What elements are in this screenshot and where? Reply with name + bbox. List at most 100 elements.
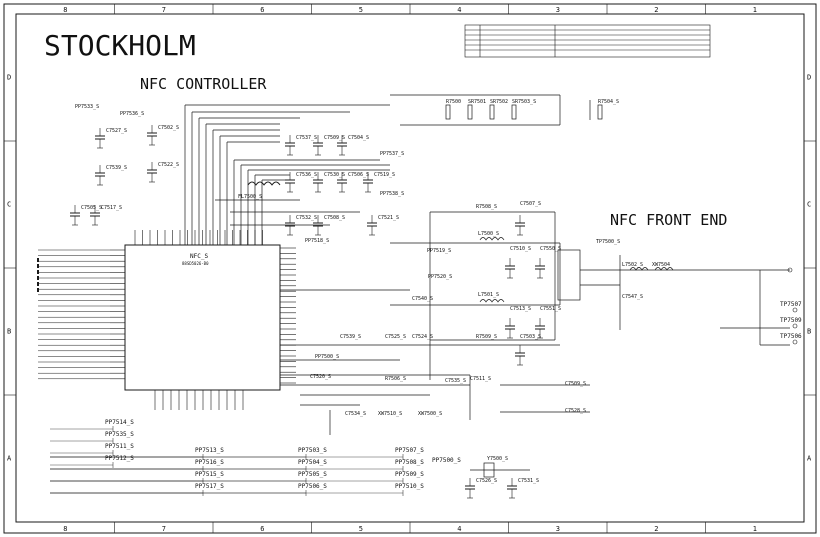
capacitor	[515, 215, 525, 236]
component-ref: C7517_S	[101, 205, 122, 211]
component-ref: C7539_S	[106, 165, 127, 171]
column-label: 4	[457, 6, 461, 14]
nfc-ic: NFC_S 88SD5026-B0	[124, 244, 281, 391]
component-ref: PP7503_S	[298, 447, 327, 454]
component-ref: PP7507_S	[395, 447, 424, 454]
capacitor: C7504_S	[337, 135, 369, 156]
column-label: 8	[63, 525, 67, 533]
component-ref: TP7509	[780, 317, 802, 324]
column-label: 6	[260, 6, 264, 14]
resistor: R7500	[445, 99, 461, 120]
row-label: C	[7, 201, 11, 209]
filter-inductor: FL7500_S	[238, 181, 281, 200]
component-ref: C7502_S	[158, 125, 179, 131]
component-ref: C7535_S	[445, 378, 466, 384]
component-ref: L7502_S	[622, 262, 643, 268]
capacitor	[535, 258, 545, 279]
test-point: TP7507	[780, 301, 802, 313]
component-ref: PP7518_S	[305, 238, 329, 244]
component-ref: PP7509_S	[395, 471, 424, 478]
component-ref: PP7535_S	[105, 431, 134, 438]
column-label: 6	[260, 525, 264, 533]
component-ref: PP7513_S	[195, 447, 224, 454]
component-ref: C7550_S	[540, 246, 561, 252]
left-signal-lines	[37, 249, 110, 380]
row-label: B	[7, 328, 11, 336]
row-label: A	[807, 455, 812, 463]
component-ref: C7551_S	[540, 306, 561, 312]
component-ref: C7547_S	[622, 294, 643, 300]
capacitor: C7539_S	[95, 165, 127, 186]
component-ref: C7507_S	[520, 201, 541, 207]
probe-point: PP7510_S	[50, 483, 424, 496]
capacitor: C7517_S	[90, 205, 122, 226]
component-ref: C7513_S	[510, 306, 531, 312]
component-ref: L7500_S	[478, 231, 499, 237]
column-label: 8	[63, 6, 67, 14]
component-ref: C7505_S	[81, 205, 102, 211]
capacitor: C7521_S	[367, 215, 399, 236]
crystal-ref: Y7500_S	[487, 456, 508, 462]
component-ref: C7531_S	[518, 478, 539, 484]
component-ref: C7521_S	[378, 215, 399, 221]
sheet-title: STOCKHOLM	[44, 29, 196, 62]
nfc-ic-part: 88SD5026-B0	[182, 261, 209, 266]
capacitor	[505, 318, 515, 339]
capacitor: C7509_S	[313, 135, 345, 156]
column-label: 7	[162, 525, 166, 533]
component-ref: C7539_S	[340, 334, 361, 340]
resistor: SR7503_S	[511, 99, 536, 120]
row-label: C	[807, 201, 811, 209]
row-label: D	[7, 74, 11, 82]
component-ref: C7524_S	[412, 334, 433, 340]
ic-pins-right	[280, 247, 296, 384]
probe-point: PP7506_S	[50, 483, 327, 496]
capacitor: C7532_S	[285, 215, 317, 236]
component-ref: R7500	[446, 99, 461, 105]
component-ref: R7506_S	[385, 376, 406, 382]
column-label: 1	[753, 525, 757, 533]
component-ref: C7526_S	[476, 478, 497, 484]
column-label: 1	[753, 6, 757, 14]
top-bus	[184, 94, 591, 245]
front-end-wiring	[280, 211, 790, 478]
nfc-ic-ref: NFC_S	[190, 253, 208, 260]
row-label: B	[807, 328, 811, 336]
component-ref: C7525_S	[385, 334, 406, 340]
component-ref: C7506_S	[348, 172, 369, 178]
component-ref: PP7514_S	[105, 419, 134, 426]
component-ref: C7503_S	[520, 334, 541, 340]
section-title-front-end: NFC FRONT END	[610, 211, 727, 229]
row-label: D	[807, 74, 811, 82]
component-ref: PP7536_S	[120, 111, 144, 117]
column-label: 4	[457, 525, 461, 533]
antenna-pad	[787, 267, 793, 273]
component-ref: PP7511_S	[105, 443, 134, 450]
component-ref: PP7512_S	[105, 455, 134, 462]
revision-block	[464, 24, 711, 58]
capacitor: C7506_S	[337, 172, 369, 193]
capacitor	[535, 318, 545, 339]
capacitor: C7531_S	[507, 478, 539, 499]
column-label: 2	[654, 6, 658, 14]
component-ref: C7509_S	[565, 381, 586, 387]
column-label: 3	[556, 525, 560, 533]
capacitor: C7502_S	[147, 125, 179, 146]
component-ref: PP7520_S	[428, 274, 452, 280]
resistor: SR7502	[489, 99, 508, 120]
component-ref: PP7515_S	[195, 471, 224, 478]
probe-point: PP7504_S	[50, 459, 327, 472]
capacitor: C7527_S	[95, 128, 127, 149]
capacitor: C7536_S	[285, 172, 317, 193]
capacitor	[515, 345, 525, 366]
component-ref: C7520_S	[310, 374, 331, 380]
capacitor: C7519_S	[363, 172, 395, 193]
component-ref: C7537_S	[296, 135, 317, 141]
component-ref: SR7501	[468, 99, 486, 105]
